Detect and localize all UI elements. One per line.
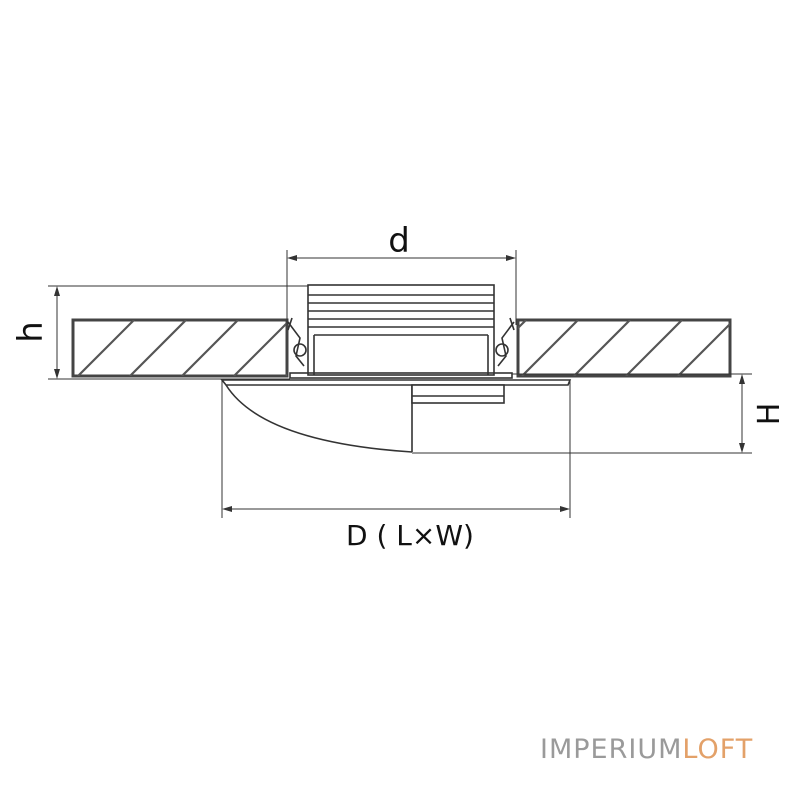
ceiling-slab-left bbox=[71, 318, 289, 378]
spring-clip-right bbox=[495, 317, 515, 367]
brand-watermark: IMPERIUMLOFT bbox=[540, 734, 753, 765]
watermark-part1: IMPERIUM bbox=[540, 734, 683, 765]
fixture-trim bbox=[220, 372, 572, 453]
label-h: h bbox=[11, 321, 51, 343]
watermark-part2: LOFT bbox=[682, 734, 754, 765]
spring-clip-left bbox=[287, 317, 307, 367]
fixture-body bbox=[307, 284, 495, 376]
dimension-d bbox=[286, 250, 517, 325]
dimension-H bbox=[412, 373, 752, 454]
dimension-D bbox=[221, 380, 571, 518]
dimension-h bbox=[48, 285, 308, 380]
hatch-right bbox=[518, 320, 730, 376]
label-d: d bbox=[388, 221, 410, 261]
hatch-left bbox=[77, 320, 287, 376]
ceiling-slab-right bbox=[516, 318, 732, 378]
label-H: H bbox=[752, 403, 787, 426]
label-D: D ( L×W) bbox=[346, 519, 474, 552]
